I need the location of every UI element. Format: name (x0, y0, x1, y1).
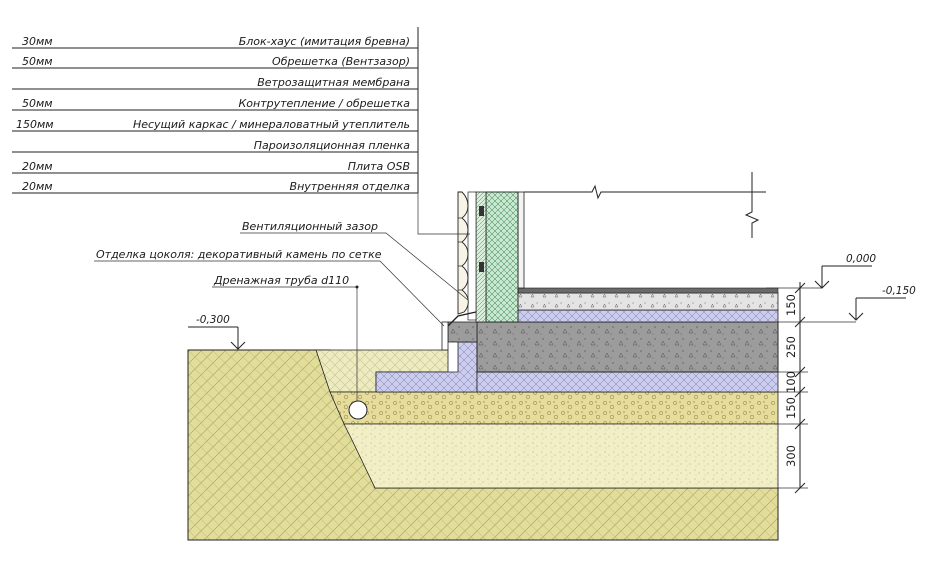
legend-label-5: Несущий каркас / минераловатный утеплите… (133, 118, 410, 131)
legend-label-7: Плита OSB (348, 160, 410, 173)
plinth-concrete (447, 321, 478, 343)
slab-insulation (476, 371, 779, 393)
legend-thickness-5: 150мм (16, 118, 54, 131)
frame-insulation (485, 191, 519, 323)
batten-1 (479, 206, 484, 216)
log-siding (457, 191, 469, 315)
inner-finish (517, 191, 525, 289)
dim-300: 300 (784, 445, 798, 467)
legend-label-3: Ветрозащитная мембрана (257, 76, 410, 89)
callout-drain-text: Дренажная труба d110 (213, 274, 349, 287)
legend-label-2: Обрешетка (Вентзазор) (272, 55, 410, 68)
level-ground: -0,300 (188, 314, 246, 350)
drip-flashing (447, 311, 477, 327)
dimension-chain: 150 250 100 150 300 (766, 282, 856, 494)
callout-plinth-text: Отделка цоколя: декоративный камень по с… (96, 248, 382, 261)
concrete-slab (476, 321, 779, 373)
legend-thickness-7: 20мм (22, 160, 53, 173)
gravel-layer (329, 391, 779, 425)
callout-vent-gap-text: Вентиляционный зазор (242, 220, 378, 233)
level-slab-text: -0,150 (882, 285, 916, 297)
legend-label-6: Пароизоляционная пленка (254, 139, 411, 152)
callout-plinth: Отделка цоколя: декоративный камень по с… (94, 248, 445, 327)
level-slab: -0,150 (848, 285, 916, 321)
legend-table: 30мм Блок-хаус (имитация бревна) 50мм Об… (12, 27, 419, 194)
callout-vent-gap: Вентиляционный зазор (240, 220, 469, 301)
legend-label-1: Блок-хаус (имитация бревна) (239, 35, 410, 48)
vent-gap (467, 191, 477, 321)
sand-layer (343, 423, 779, 489)
legend-thickness-4: 50мм (22, 97, 53, 110)
drain-pipe (348, 400, 368, 420)
callout-drain: Дренажная труба d110 (212, 274, 359, 401)
level-floor: 0,000 (814, 253, 876, 289)
floor-insulation (517, 309, 779, 323)
legend-leader (417, 193, 470, 235)
break-line-wall (744, 172, 760, 238)
legend-thickness-1: 30мм (22, 35, 53, 48)
dim-150-bottom: 150 (784, 397, 798, 419)
floor-finish (517, 287, 779, 294)
plinth-stone-finish (441, 321, 449, 351)
legend-label-8: Внутренняя отделка (290, 180, 411, 193)
batten-2 (479, 262, 484, 272)
dim-100: 100 (784, 371, 798, 393)
floor-screed (517, 292, 779, 311)
legend-thickness-2: 50мм (22, 55, 53, 68)
dim-150-top: 150 (784, 294, 798, 316)
break-line-floor (524, 184, 766, 200)
level-ground-text: -0,300 (196, 314, 230, 326)
legend-thickness-8: 20мм (22, 180, 53, 193)
legend-label-4: Контрутепление / обрешетка (239, 97, 411, 110)
level-floor-text: 0,000 (846, 253, 876, 265)
dim-250: 250 (784, 336, 798, 358)
